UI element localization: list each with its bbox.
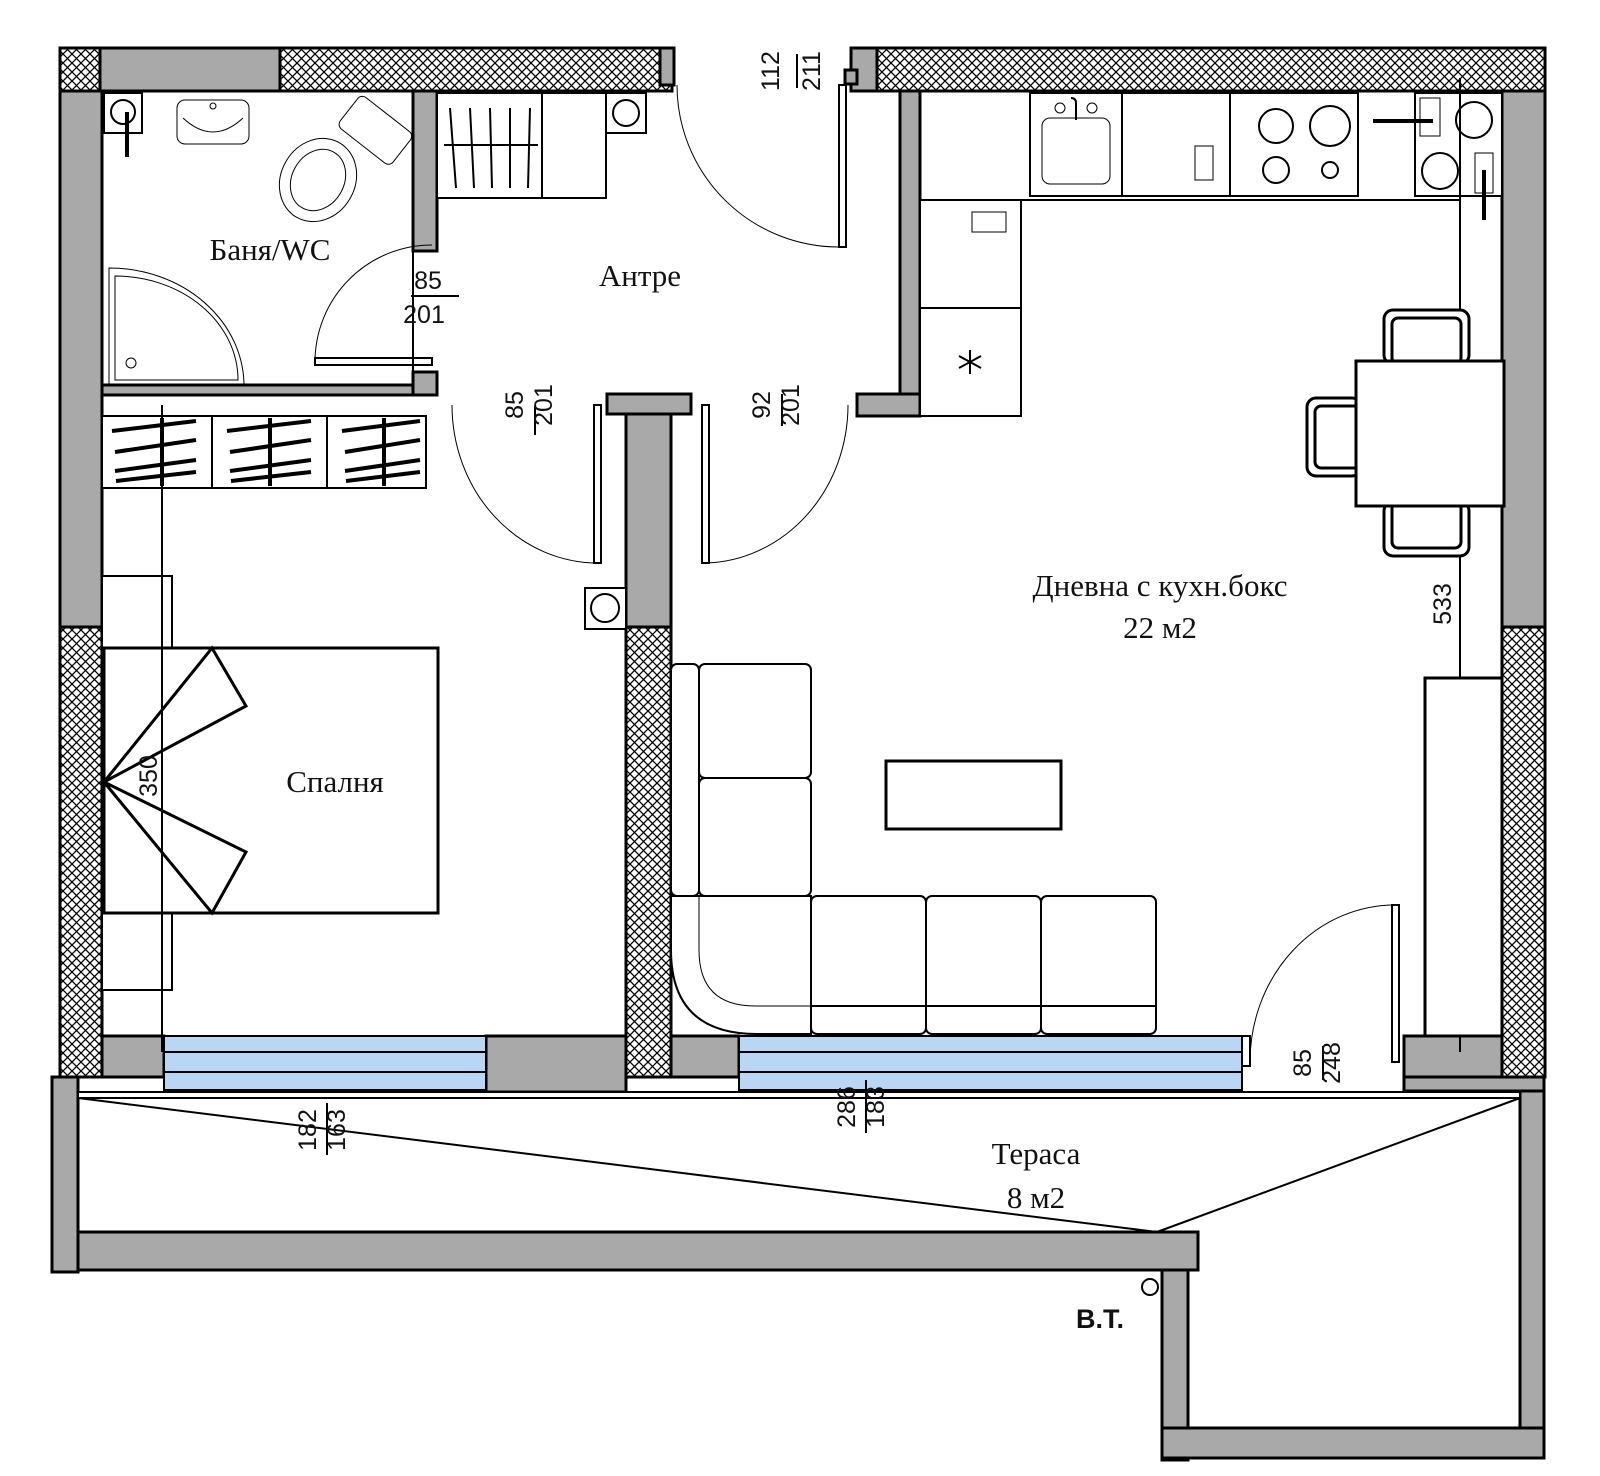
- entrance-door-width: 112: [757, 51, 785, 91]
- living-door-width: 92: [748, 391, 776, 419]
- windows: [163, 1035, 1251, 1091]
- walls: [50, 46, 1547, 1462]
- sofa: [670, 663, 1157, 1035]
- terrace-door-width: 85: [1289, 1049, 1317, 1077]
- bedroom-door-width: 85: [501, 391, 529, 419]
- living-area: 22 м2: [1123, 610, 1197, 645]
- bedroom-window-width: 182: [294, 1109, 322, 1151]
- bathroom-fixtures: [101, 90, 414, 387]
- toilet-icon: [278, 95, 413, 223]
- entrance-door-height: 211: [798, 51, 826, 91]
- living-label: Дневна с кухн.бокс: [1032, 568, 1287, 603]
- kitchen: [919, 78, 1503, 1052]
- bathroom-label: Баня/WC: [210, 232, 331, 267]
- vt-marker: В.Т.: [1076, 1304, 1124, 1334]
- shower-tray-icon: [108, 267, 245, 387]
- terrace-label: Тераса: [992, 1136, 1081, 1171]
- living-vent: [584, 587, 627, 630]
- tv-console: [1423, 676, 1504, 1038]
- coffee-table: [884, 759, 1063, 831]
- asterisk-icon: [958, 350, 982, 374]
- living-door-height: 201: [777, 384, 805, 426]
- bedroom-depth: 350: [135, 755, 163, 797]
- doors: [314, 84, 1400, 1063]
- living-window-width: 286: [833, 1086, 861, 1128]
- bedroom-label: Спалня: [286, 764, 384, 799]
- terrace-area: 8 м2: [1007, 1180, 1065, 1215]
- living-window-height: 183: [862, 1086, 890, 1128]
- dimension-lines: [326, 54, 1324, 1155]
- wardrobe: [101, 415, 427, 489]
- living-depth: 533: [1429, 583, 1457, 625]
- bedroom-door-height: 201: [530, 384, 558, 426]
- bedroom-window-height: 163: [323, 1109, 351, 1151]
- bath-door-width: 85: [414, 267, 442, 295]
- bath-door-height: 201: [403, 301, 445, 329]
- bed: [101, 405, 440, 1052]
- dining-table: [1305, 308, 1506, 558]
- terrace: [77, 1091, 1521, 1296]
- terrace-door-height: 248: [1318, 1042, 1346, 1084]
- hall-furniture: [436, 92, 647, 199]
- hall-label: Антре: [599, 258, 681, 293]
